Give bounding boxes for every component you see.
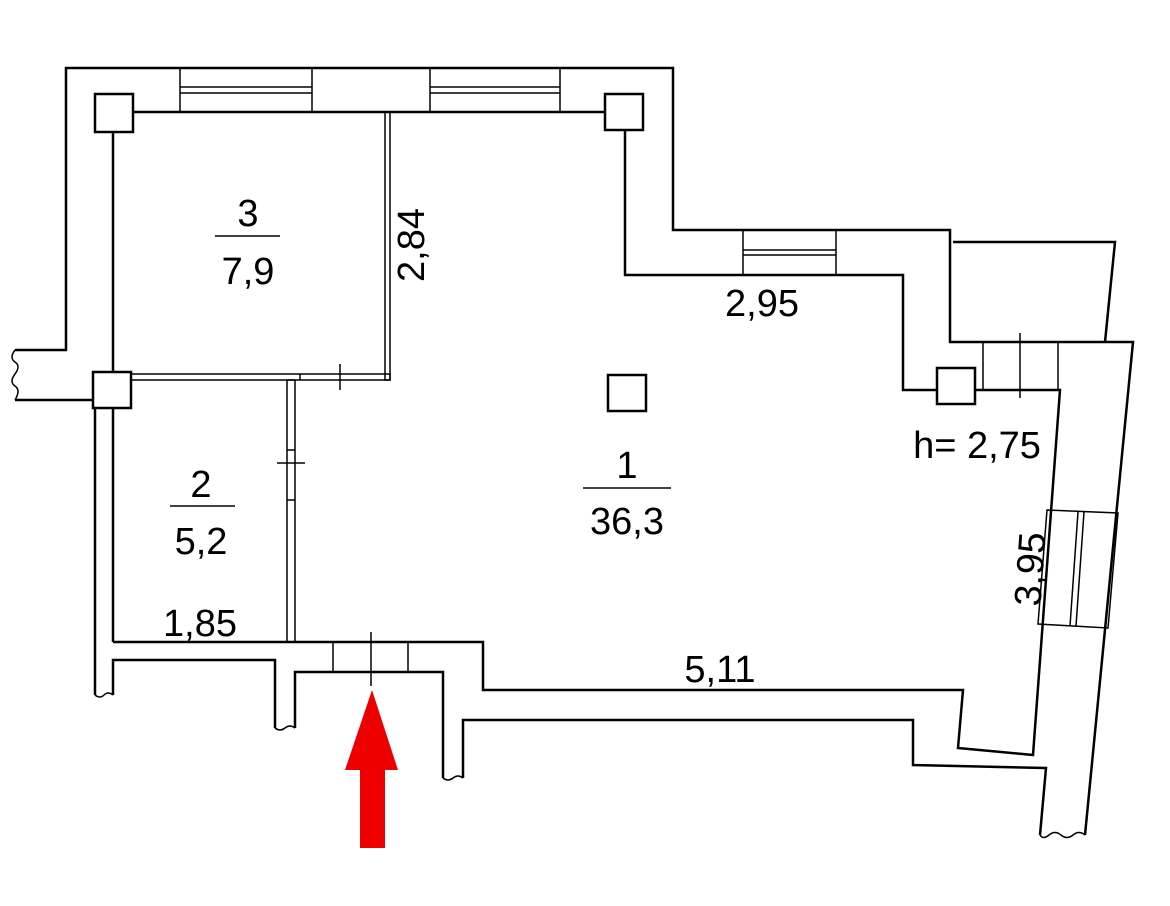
room-2-label: 2 5,2: [170, 464, 235, 563]
entrance-arrow: [345, 690, 398, 848]
column: [606, 373, 648, 413]
column: [935, 366, 977, 406]
dimension-room2-width: 1,85: [163, 603, 237, 645]
columns: [91, 92, 977, 413]
room-area: 7,9: [222, 251, 275, 293]
dimension-right-wall: 3,95: [1008, 531, 1055, 608]
dimension-top-right-wall: 2,95: [725, 283, 799, 325]
column: [93, 92, 135, 134]
ceiling-height: h= 2,75: [913, 425, 1041, 467]
doors: [332, 333, 1059, 686]
column: [91, 370, 133, 410]
dimension-room3-height: 2,84: [391, 208, 433, 282]
room-area: 5,2: [175, 521, 228, 563]
room-number: 2: [190, 464, 211, 506]
column: [603, 92, 645, 132]
dimension-bottom-wall: 5,11: [684, 649, 755, 691]
room-number: 1: [616, 445, 637, 487]
room-3-label: 3 7,9: [215, 193, 280, 293]
partitions: [112, 111, 391, 643]
room-number: 3: [237, 193, 258, 235]
room-1-label: 1 36,3: [583, 445, 671, 543]
windows: [179, 67, 1119, 629]
room-area: 36,3: [590, 501, 664, 543]
